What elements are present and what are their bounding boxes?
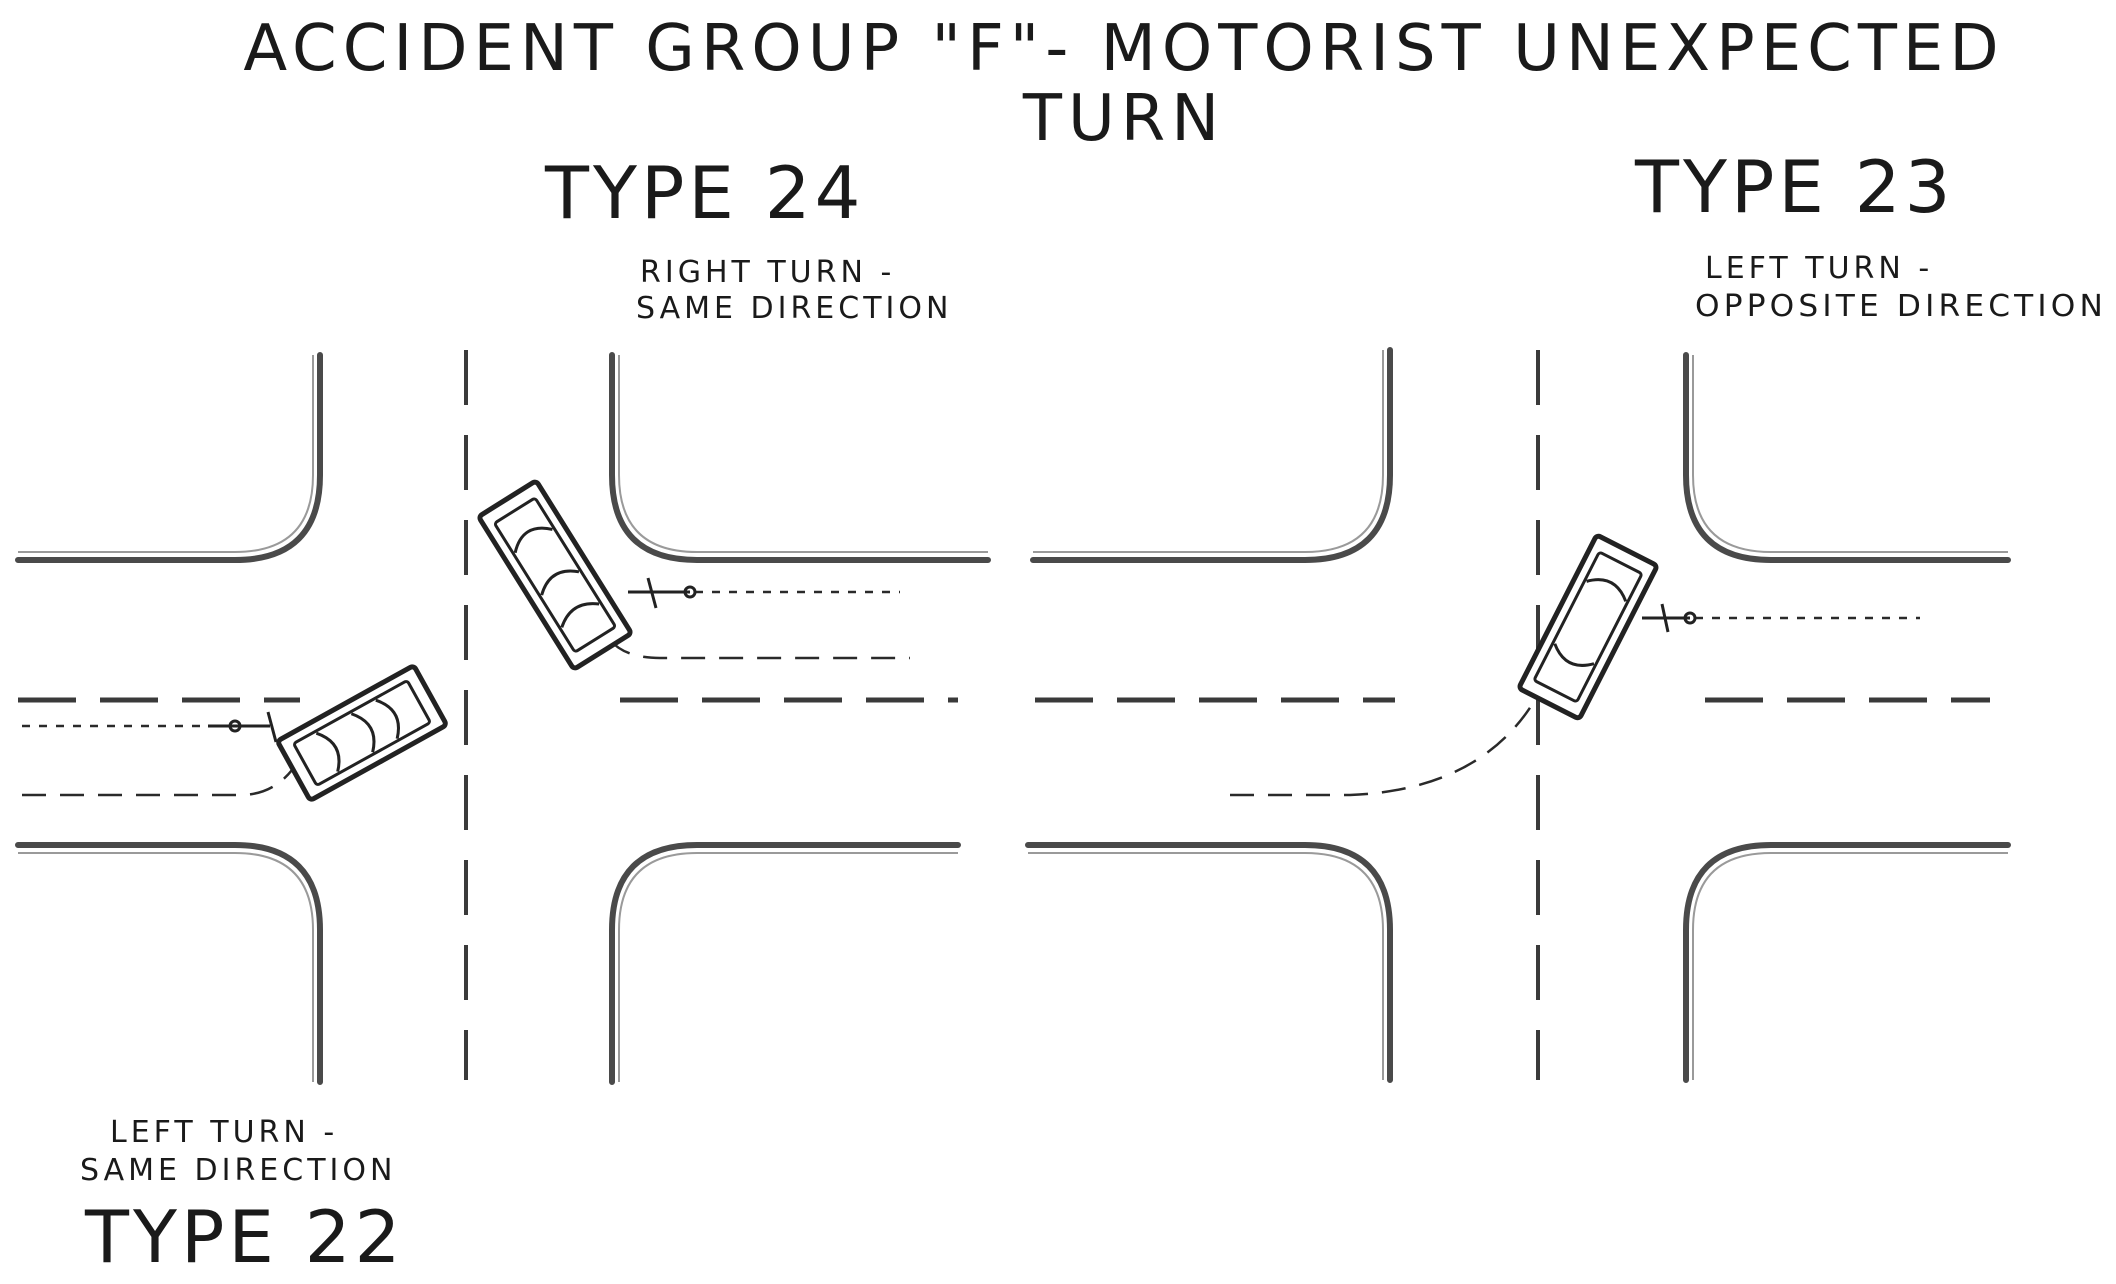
type-23-label: Type 23 [1634,145,1954,229]
type-24-description-line2: Same direction [636,291,952,326]
curb-top-right [609,352,991,563]
curb-bottom-left [15,842,323,1085]
type-22-description-line1: Left turn - [110,1115,338,1150]
left-intersection [15,350,991,1085]
type-23-car [1517,533,1659,721]
type-24-car [477,479,633,671]
type-23-cyclist [1642,603,1697,633]
type-24-description-line1: Right turn - [640,255,895,290]
type-24-vehicle-path [609,639,910,660]
curb-top-middle [1030,347,1393,563]
car-icon [276,664,448,802]
curb-bottom-right [609,842,961,1085]
diagram-title: Accident Group "F"- Motorist Unexpected [243,12,2004,86]
diagram-title-line2: Turn [1022,82,1225,156]
curb-top-left [15,352,323,563]
type-23-description-line1: Left turn - [1705,251,1933,286]
type-22-description-line2: Same direction [80,1153,396,1188]
type-23-description-line2: Opposite direction [1695,289,2107,324]
type-23-vehicle-path [1230,689,1542,797]
curb-top-far-right [1683,352,2011,563]
right-intersection [1025,347,2011,1083]
type-24-label: Type 24 [544,151,864,235]
type-24-cyclist [628,577,697,609]
type-22-cyclist [208,711,278,743]
curb-bottom-far-right [1683,842,2011,1083]
curb-bottom-middle [1025,842,1393,1083]
car-icon [1517,533,1659,721]
type-22-label: Type 22 [84,1195,404,1279]
type-22-vehicle-path [22,769,293,797]
type-22-car [276,664,448,802]
